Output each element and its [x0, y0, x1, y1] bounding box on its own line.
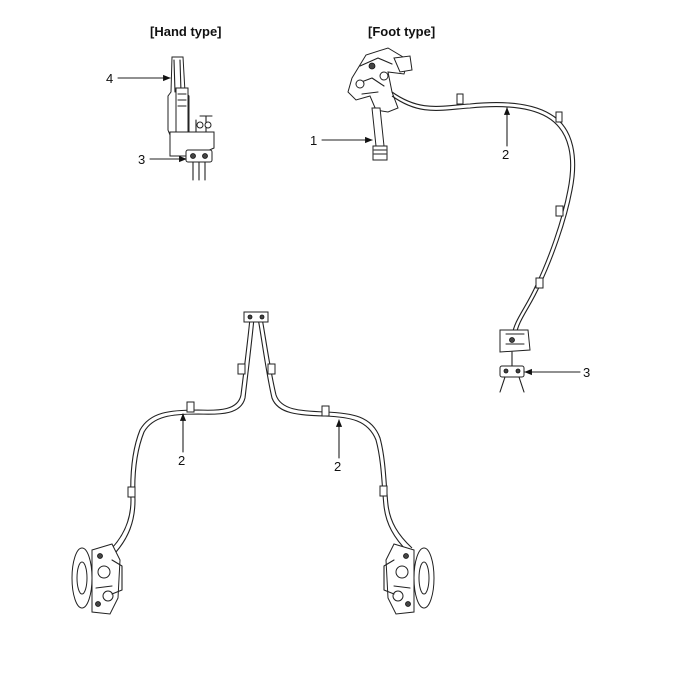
- foot-type-title: [Foot type]: [368, 24, 436, 39]
- left-rear-brake: [71, 543, 123, 615]
- callout-hand-equalizer: 3: [138, 152, 146, 167]
- callout-foot-pedal: 1: [310, 133, 318, 148]
- hand-lever-assembly: [167, 56, 215, 181]
- rear-cable-right: [257, 317, 413, 553]
- hand-type-title: [Hand type]: [150, 24, 222, 39]
- rear-cable-left: [111, 317, 255, 553]
- front-cable: [391, 91, 576, 337]
- callout-rear-cable-left: 2: [178, 453, 186, 468]
- foot-equalizer-assembly: [499, 329, 531, 393]
- right-rear-brake: [383, 543, 435, 615]
- callout-front-cable: 2: [502, 147, 510, 162]
- leader-arrows: [117, 74, 581, 459]
- foot-pedal-assembly: [347, 47, 413, 161]
- cable-yoke: [243, 311, 269, 323]
- callout-foot-equalizer: 3: [583, 365, 591, 380]
- callout-hand-lever: 4: [106, 71, 114, 86]
- callout-rear-cable-right: 2: [334, 459, 342, 474]
